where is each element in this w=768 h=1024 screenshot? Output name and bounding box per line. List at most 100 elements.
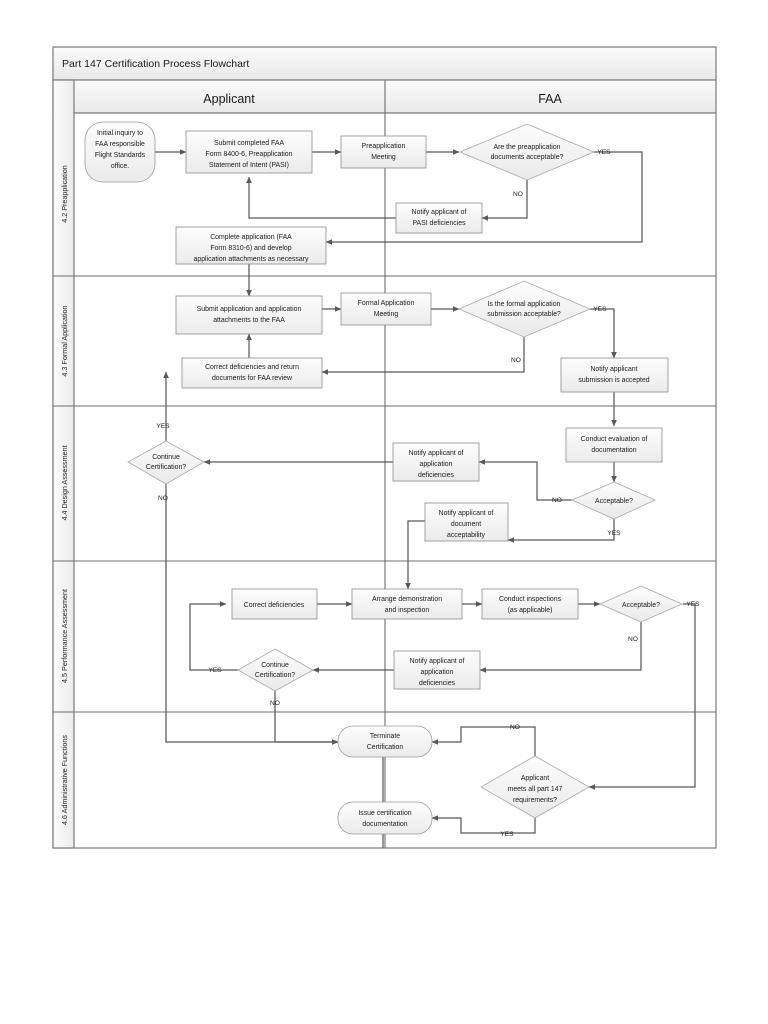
edge-perf-continue-yes <box>189 601 238 671</box>
column-header-faa: FAA <box>538 92 562 106</box>
svg-text:Correct deficiencies and retur: Correct deficiencies and return <box>205 364 299 371</box>
edge-preapp-no <box>481 177 528 221</box>
lane-label-design-assessment: 4.4 Design Assessment <box>60 445 69 520</box>
label-formal-no: NO <box>511 357 521 364</box>
svg-text:Applicant: Applicant <box>521 775 549 782</box>
flow-connectors <box>155 149 696 848</box>
svg-text:deficiencies: deficiencies <box>419 680 456 687</box>
node-complete-application[interactable]: Complete application (FAA Form 8310-6) a… <box>175 226 327 265</box>
column-header-applicant: Applicant <box>203 92 255 106</box>
label-design-acceptable-yes: YES <box>607 530 621 537</box>
svg-text:Formal Application: Formal Application <box>358 300 415 307</box>
node-preapp-docs-acceptable[interactable]: Are the preapplication documents accepta… <box>458 123 596 181</box>
lane-label-formal-application: 4.3 Formal Application <box>60 305 69 376</box>
svg-text:documentation: documentation <box>362 821 407 828</box>
label-formal-yes: YES <box>593 306 607 313</box>
node-initial-inquiry[interactable]: Initial inquiry to FAA responsible Fligh… <box>84 121 156 183</box>
svg-text:documents for FAA review: documents for FAA review <box>212 375 292 382</box>
edge-admin-yes <box>431 815 536 834</box>
svg-text:Are the preapplication: Are the preapplication <box>493 144 560 151</box>
svg-text:Is the formal application: Is the formal application <box>488 301 561 308</box>
label-admin-yes: YES <box>500 831 514 838</box>
label-design-continue-yes: YES <box>156 423 170 430</box>
label-design-continue-no: NO <box>158 495 168 502</box>
svg-text:Form 8310-6) and develop: Form 8310-6) and develop <box>210 245 291 252</box>
edge-design-acceptable-yes <box>507 519 615 543</box>
svg-text:documentation: documentation <box>591 447 636 454</box>
node-notify-application-deficiencies-design[interactable]: Notify applicant of application deficien… <box>392 442 480 482</box>
node-notify-submission-accepted[interactable]: Notify applicant submission is accepted <box>560 357 669 393</box>
svg-text:Statement of Intent (PASI): Statement of Intent (PASI) <box>209 162 289 169</box>
svg-text:Initial inquiry to: Initial inquiry to <box>97 130 143 137</box>
node-conduct-evaluation[interactable]: Conduct evaluation of documentation <box>565 427 663 463</box>
node-notify-application-deficiencies-performance[interactable]: Notify applicant of application deficien… <box>393 650 481 690</box>
edge-formal-yes <box>590 308 617 359</box>
node-formal-application-meeting[interactable]: Formal Application Meeting <box>340 292 432 326</box>
svg-text:Meeting: Meeting <box>374 311 399 318</box>
node-submit-application[interactable]: Submit application and application attac… <box>175 295 323 335</box>
svg-text:Complete application (FAA: Complete application (FAA <box>210 234 292 241</box>
svg-text:acceptability: acceptability <box>447 532 485 539</box>
svg-text:Form 8400-6, Preapplication: Form 8400-6, Preapplication <box>206 151 293 158</box>
swimlane-frame <box>52 46 717 849</box>
node-formal-submission-acceptable[interactable]: Is the formal application submission acc… <box>457 280 592 338</box>
svg-text:Notify applicant of: Notify applicant of <box>412 209 467 216</box>
edge-notifydoc-to-arrange <box>405 520 425 590</box>
svg-text:requirements?: requirements? <box>513 797 557 804</box>
svg-text:Continue: Continue <box>261 662 289 669</box>
node-correct-deficiencies[interactable]: Correct deficiencies <box>231 588 318 620</box>
label-perf-acceptable-no: NO <box>628 636 638 643</box>
svg-text:(as applicable): (as applicable) <box>508 607 553 614</box>
svg-text:Arrange demonstration: Arrange demonstration <box>372 596 442 603</box>
svg-text:Certification?: Certification? <box>255 672 295 679</box>
svg-text:Submit application and applica: Submit application and application <box>197 306 302 313</box>
svg-text:Correct deficiencies: Correct deficiencies <box>244 602 305 609</box>
svg-text:office.: office. <box>111 163 129 170</box>
svg-text:Submit completed FAA: Submit completed FAA <box>214 140 284 147</box>
label-preapp-yes: YES <box>597 149 611 156</box>
label-perf-continue-yes: YES <box>208 667 222 674</box>
label-perf-continue-no: NO <box>270 700 280 707</box>
node-notify-pasi-deficiencies[interactable]: Notify applicant of PASI deficiencies <box>395 202 483 234</box>
svg-text:deficiencies: deficiencies <box>418 472 455 479</box>
svg-text:application attachments as nec: application attachments as necessary <box>194 256 309 263</box>
svg-text:Meeting: Meeting <box>371 154 396 161</box>
edge-perf-continue-no <box>274 691 339 745</box>
page-title: Part 147 Certification Process Flowchart <box>62 58 249 70</box>
node-arrange-demonstration[interactable]: Arrange demonstration and inspection <box>351 588 463 620</box>
node-submit-pasi[interactable]: Submit completed FAA Form 8400-6, Preapp… <box>185 130 313 174</box>
svg-text:and inspection: and inspection <box>385 607 430 614</box>
node-conduct-inspections[interactable]: Conduct inspections (as applicable) <box>481 588 579 620</box>
node-continue-certification-performance[interactable]: Continue Certification? <box>237 648 314 692</box>
svg-text:application: application <box>421 669 454 676</box>
svg-text:meets all part 147: meets all part 147 <box>508 786 563 793</box>
node-preapplication-meeting[interactable]: Preapplication Meeting <box>340 135 427 169</box>
node-continue-certification-design[interactable]: Continue Certification? <box>127 440 205 485</box>
svg-text:FAA responsible: FAA responsible <box>95 141 145 148</box>
label-admin-no: NO <box>510 724 520 731</box>
node-notify-document-acceptability[interactable]: Notify applicant of document acceptabili… <box>424 502 509 542</box>
svg-text:document: document <box>451 521 481 528</box>
node-issue-certification[interactable]: Issue certification documentation <box>337 801 433 835</box>
svg-text:Preapplication: Preapplication <box>362 143 406 150</box>
svg-text:submission acceptable?: submission acceptable? <box>487 311 561 318</box>
edge-formal-no <box>321 334 525 375</box>
svg-text:application: application <box>420 461 453 468</box>
label-perf-acceptable-yes: YES <box>686 601 700 608</box>
node-terminate-certification[interactable]: Terminate Certification <box>337 725 433 758</box>
node-performance-acceptable[interactable]: Acceptable? <box>599 585 683 623</box>
node-correct-deficiencies-return[interactable]: Correct deficiencies and return document… <box>181 357 323 389</box>
edge-design-acceptable-no <box>478 459 572 501</box>
edge-notify-pasi-back <box>246 176 396 219</box>
node-meets-part-147[interactable]: Applicant meets all part 147 requirement… <box>480 755 590 819</box>
svg-text:Continue: Continue <box>152 454 180 461</box>
svg-text:Notify applicant of: Notify applicant of <box>410 658 465 665</box>
svg-text:Acceptable?: Acceptable? <box>622 602 660 609</box>
label-preapp-no: NO <box>513 191 523 198</box>
svg-text:Conduct evaluation of: Conduct evaluation of <box>581 436 648 443</box>
svg-text:Certification?: Certification? <box>146 464 186 471</box>
node-design-acceptable[interactable]: Acceptable? <box>571 481 656 520</box>
svg-text:documents acceptable?: documents acceptable? <box>491 154 564 161</box>
